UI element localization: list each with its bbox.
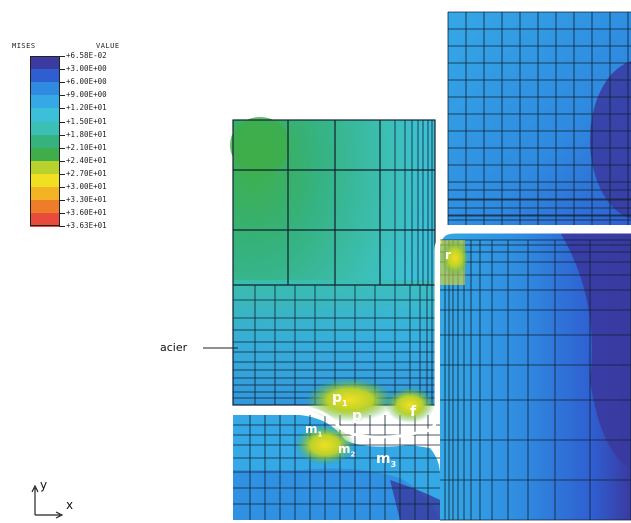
legend-value-label: +6.00E+00 (66, 77, 107, 87)
label-m1-base: m (305, 422, 318, 436)
legend-swatch (30, 187, 60, 201)
label-m2-sub: 2 (350, 450, 356, 459)
label-m2-base: m (338, 442, 351, 456)
label-p1-base: p (332, 390, 343, 406)
legend-swatch (30, 95, 60, 109)
label-p1: p1 (332, 390, 348, 408)
legend-value-label: +1.80E+01 (66, 129, 107, 139)
legend-tick (59, 147, 65, 149)
legend-value-label: +1.20E+01 (66, 103, 107, 113)
legend-value-label: +3.60E+01 (66, 208, 107, 218)
label-m3-base: m (376, 451, 391, 467)
legend-value-label: +3.00E+00 (66, 64, 107, 74)
label-p2-sub: 2 (362, 416, 368, 426)
label-m3-sub: 3 (390, 459, 397, 469)
contact-hotspots (295, 240, 469, 465)
axis-x-label: x (66, 498, 74, 512)
label-acier: acier (160, 341, 188, 354)
legend-value-label: +2.10E+01 (66, 142, 107, 152)
right-top-part (447, 11, 631, 225)
legend-swatch (30, 108, 60, 122)
label-f: f (410, 404, 417, 420)
left-part-lower (233, 415, 440, 520)
legend-value-label: +6.58E-02 (66, 51, 107, 60)
legend-tick (59, 121, 65, 123)
label-p1-sub: 1 (342, 398, 348, 408)
legend-tick (59, 213, 65, 215)
legend-value-label: +3.63E+01 (66, 221, 107, 231)
legend-variable-title: MISES (12, 42, 36, 50)
legend-tick (59, 226, 65, 228)
legend-value-label: +1.50E+01 (66, 116, 107, 126)
left-part-upper (230, 117, 436, 406)
legend-tick (59, 134, 65, 136)
legend-swatch (30, 134, 60, 149)
right-bottom-part (440, 232, 631, 521)
legend-value-label: +9.00E+00 (66, 90, 107, 100)
label-p2: p2 (352, 408, 368, 426)
legend-swatch (30, 213, 60, 227)
legend-border (30, 56, 60, 227)
legend-swatch (30, 69, 60, 83)
legend-value-label: +3.00E+01 (66, 182, 107, 191)
legend-swatch (30, 200, 60, 214)
label-r: r (445, 248, 451, 262)
legend-swatch (30, 160, 60, 175)
legend-tick (59, 160, 65, 162)
legend-value-label: +2.40E+01 (66, 155, 107, 165)
legend-value-label: +2.70E+01 (66, 168, 107, 178)
legend-value-label: +3.30E+01 (66, 195, 107, 205)
label-p2-base: p (352, 408, 363, 424)
label-m2: m2 (338, 442, 355, 458)
legend-tick (59, 56, 65, 57)
label-m3: m3 (376, 451, 396, 469)
legend-tick (59, 82, 65, 84)
label-m1: m1 (305, 422, 322, 438)
legend-swatch (30, 121, 60, 136)
legend-tick (59, 95, 65, 97)
legend-tick (59, 173, 65, 175)
axis-y-label: y (40, 478, 48, 492)
legend-swatch (30, 82, 60, 96)
contact-gap-line (233, 230, 631, 439)
legend-tick (59, 200, 65, 202)
legend-tick (59, 187, 65, 188)
legend-header: VALUE (96, 42, 120, 50)
legend-tick (59, 69, 65, 71)
legend-swatch (30, 147, 60, 162)
label-m1-sub: 1 (317, 430, 323, 439)
legend-swatch (30, 173, 60, 188)
legend-swatch (30, 56, 60, 70)
legend-tick (59, 108, 65, 110)
axis-triad (31, 484, 64, 519)
